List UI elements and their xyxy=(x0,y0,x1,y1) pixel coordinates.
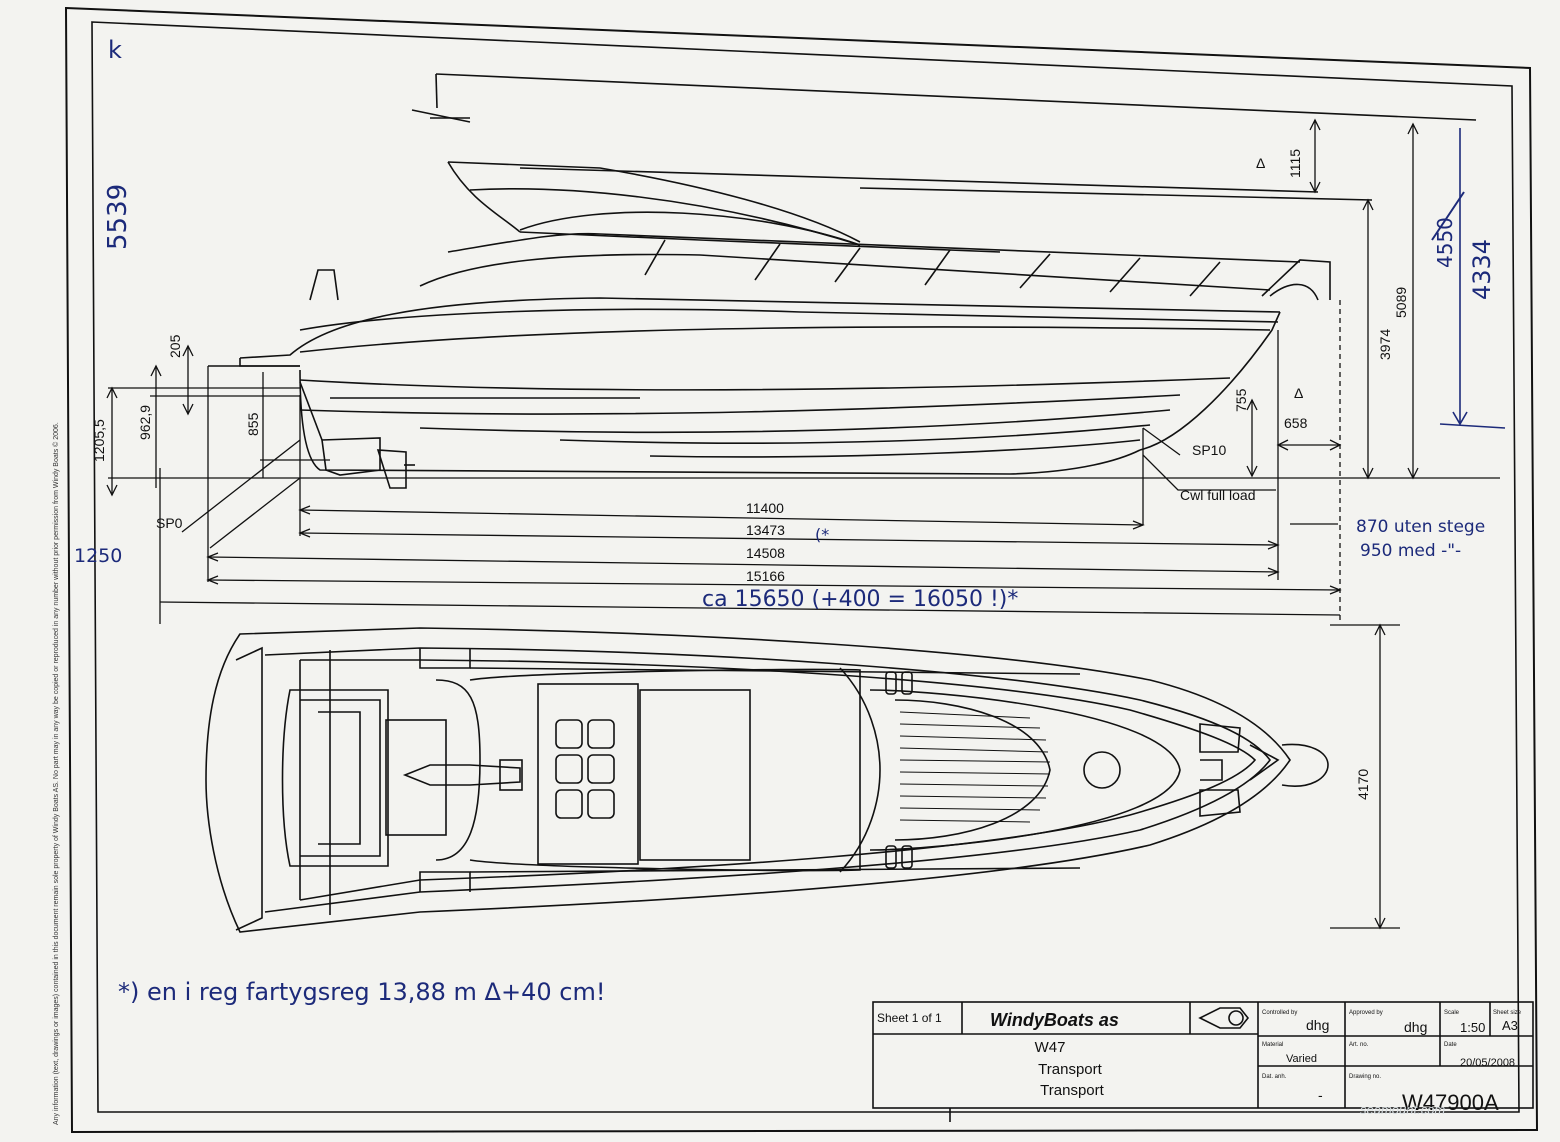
handwritten-annotations: 5539 k 4550 4334 1250 (* ca 15650 (+400 … xyxy=(74,36,1506,1006)
hand-overall-length: ca 15650 (+400 = 16050 !)* xyxy=(702,587,1018,612)
drawing-number: W47900A xyxy=(1402,1090,1499,1115)
hand-corrected-height: 4334 xyxy=(1468,239,1496,300)
scale-label: Scale xyxy=(1444,1010,1460,1016)
scale-value: 1:50 xyxy=(1460,1020,1485,1035)
approved-by-value: dhg xyxy=(1404,1019,1427,1035)
material-value: Varied xyxy=(1286,1053,1317,1065)
sunpad-slats xyxy=(899,711,1051,823)
checked-by-label: Controlled by xyxy=(1262,1010,1297,1016)
hand-step-note-2: 950 med -"- xyxy=(1360,541,1461,561)
dim-11400: 11400 xyxy=(746,500,784,516)
top-plan-view xyxy=(205,627,1329,933)
date-value: 20/05/2008 xyxy=(1460,1057,1515,1069)
label-sp10: SP10 xyxy=(1192,442,1226,458)
hand-total-height: 5539 xyxy=(103,184,133,250)
dim-13473: 13473 xyxy=(746,522,785,538)
side-elevation-view xyxy=(208,73,1477,489)
dim-205: 205 xyxy=(167,334,183,358)
drawing-subtitle: Transport xyxy=(1040,1082,1104,1099)
deck-hatch-grid xyxy=(555,719,615,819)
watermark: seamount.com xyxy=(1360,1102,1445,1117)
material-label: Material xyxy=(1262,1042,1283,1048)
hand-footnote: *) en i reg fartygsreg 13,88 m Δ+40 cm! xyxy=(118,978,605,1006)
approved-by-label: Approved by xyxy=(1349,1010,1383,1016)
date-label: Date xyxy=(1444,1042,1457,1048)
strike-through-mark xyxy=(1431,191,1465,241)
sheet-size-label: Sheet size xyxy=(1493,1010,1522,1016)
dim-15166: 15166 xyxy=(746,568,785,584)
label-cwl-full-load: Cwl full load xyxy=(1180,487,1255,503)
dim-855: 855 xyxy=(245,412,261,436)
dim-1205-5: 1205,5 xyxy=(91,419,107,462)
drawing-title: Transport xyxy=(1038,1061,1102,1078)
top-view-dimensions xyxy=(1330,623,1400,930)
sheet-number: Sheet 1 of 1 xyxy=(877,1011,942,1025)
deck-hatch-round xyxy=(1083,751,1121,789)
dim-962-9: 962,9 xyxy=(137,405,153,440)
delta-mark-top: Δ xyxy=(1256,155,1265,171)
hand-corner-mark: k xyxy=(108,36,122,64)
dim-3974: 3974 xyxy=(1377,329,1393,360)
dim-755: 755 xyxy=(1233,388,1249,412)
company-logo-text: WindyBoats as xyxy=(990,1010,1119,1030)
dim-1115: 1115 xyxy=(1287,149,1303,178)
title-block-text: Sheet 1 of 1 WindyBoats as W47 Transport… xyxy=(877,1010,1522,1115)
side-view-dimension-labels: 1115 5089 3974 755 658 205 1205,5 962,9 … xyxy=(91,149,1409,584)
copyright-notice: Any information (text, drawings or image… xyxy=(52,422,60,1125)
dim-5089: 5089 xyxy=(1393,287,1409,318)
sheet-size-value: A3 xyxy=(1502,1018,1518,1033)
label-sp0: SP0 xyxy=(156,515,183,531)
drawing-number-label: Drawing no. xyxy=(1349,1074,1381,1080)
model-name: W47 xyxy=(1035,1039,1066,1056)
title-block xyxy=(872,1001,1534,1122)
checked-by-value: dhg xyxy=(1306,1017,1329,1033)
dim-beam-4170: 4170 xyxy=(1355,769,1371,800)
hand-crossed-height: 4550 xyxy=(1433,217,1457,268)
datum-value: - xyxy=(1318,1087,1323,1103)
drawing-frame xyxy=(64,6,1539,1134)
hand-1250: 1250 xyxy=(74,545,122,567)
dim-658: 658 xyxy=(1284,415,1308,431)
art-no-label: Art. no. xyxy=(1349,1042,1369,1048)
side-view-dimensions xyxy=(106,118,1500,624)
hand-step-note-1: 870 uten stege xyxy=(1356,517,1485,537)
delta-mark-bow: Δ xyxy=(1294,385,1303,401)
datum-label: Dat. anh. xyxy=(1262,1074,1287,1080)
dim-14508: 14508 xyxy=(746,545,785,561)
hand-13473-star: (* xyxy=(815,525,829,544)
